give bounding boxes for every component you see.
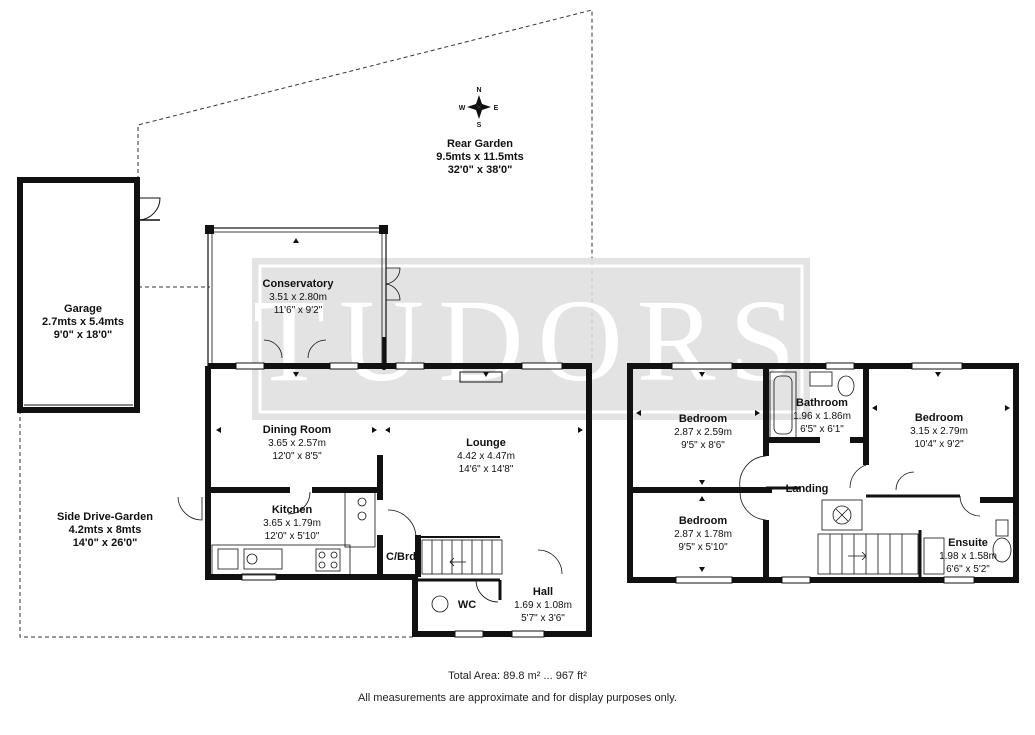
compass-north: N (476, 87, 481, 94)
conservatory-imperial: 11'6" x 9'2" (274, 305, 323, 316)
hall-imperial: 5'7" x 3'6" (521, 613, 565, 624)
dining-room-name: Dining Room (263, 424, 332, 436)
ground-stairs (387, 509, 563, 613)
bedroom1-imperial: 9'5" x 8'6" (681, 440, 725, 451)
disclaimer: All measurements are approximate and for… (358, 692, 677, 704)
wc-name: WC (458, 599, 476, 611)
lounge-imperial: 14'6" x 14'8" (459, 464, 514, 475)
compass-south: S (477, 122, 482, 129)
watermark-text: TUDORS (253, 275, 809, 406)
rear-garden-metric: 9.5mts x 11.5mts (436, 151, 523, 163)
dining-room-imperial: 12'0" x 8'5" (272, 451, 322, 462)
room-labels: Rear Garden 9.5mts x 11.5mts 32'0" x 38'… (42, 138, 997, 624)
landing-name: Landing (786, 483, 829, 495)
kitchen-metric: 3.65 x 1.79m (263, 518, 321, 529)
dining-room-metric: 3.65 x 2.57m (268, 438, 326, 449)
bedroom3-name: Bedroom (679, 515, 728, 527)
cbrd-name: C/Brd (386, 551, 416, 563)
bathroom-imperial: 6'5" x 6'1" (800, 424, 844, 435)
ensuite-imperial: 6'6" x 5'2" (946, 564, 990, 575)
conservatory-metric: 3.51 x 2.80m (269, 292, 327, 303)
compass-rose: N S E W (459, 87, 499, 129)
rear-garden-imperial: 32'0" x 38'0" (448, 164, 513, 176)
bedroom1-name: Bedroom (679, 413, 728, 425)
kitchen-imperial: 12'0" x 5'10" (265, 531, 320, 542)
ground-floor-windows (235, 362, 563, 638)
ensuite-name: Ensuite (948, 537, 988, 549)
hall-metric: 1.69 x 1.08m (514, 600, 572, 611)
hall-name: Hall (533, 586, 553, 598)
dimension-markers (216, 238, 1010, 572)
garage-name: Garage (64, 303, 102, 315)
kitchen-units (177, 491, 376, 576)
lounge-name: Lounge (466, 437, 506, 449)
first-floor (627, 363, 1019, 583)
garage (17, 177, 161, 413)
conservatory-name: Conservatory (263, 278, 335, 290)
rear-garden-name: Rear Garden (447, 138, 513, 150)
bedroom3-imperial: 9'5" x 5'10" (678, 542, 728, 553)
bedroom2-imperial: 10'4" x 9'2" (914, 439, 964, 450)
compass-west: W (459, 105, 466, 112)
side-drive-metric: 4.2mts x 8mts (69, 524, 142, 536)
plot-boundary (19, 9, 593, 638)
bedroom3-metric: 2.87 x 1.78m (674, 529, 732, 540)
watermark: TUDORS (252, 258, 810, 420)
ensuite-metric: 1.98 x 1.58m (939, 551, 997, 562)
side-drive-imperial: 14'0" x 26'0" (73, 537, 138, 549)
first-floor-fittings (739, 371, 1012, 575)
first-floor-windows (671, 362, 975, 584)
lounge-metric: 4.42 x 4.47m (457, 451, 515, 462)
bedroom2-name: Bedroom (915, 412, 964, 424)
side-drive-name: Side Drive-Garden (57, 511, 153, 523)
bathroom-metric: 1.96 x 1.86m (793, 411, 851, 422)
kitchen-name: Kitchen (272, 504, 313, 516)
garage-imperial: 9'0" x 18'0" (54, 329, 112, 341)
compass-east: E (494, 105, 499, 112)
total-area: Total Area: 89.8 m² ... 967 ft² (448, 670, 587, 682)
bathroom-name: Bathroom (796, 397, 848, 409)
bedroom2-metric: 3.15 x 2.79m (910, 426, 968, 437)
garage-metric: 2.7mts x 5.4mts (42, 316, 124, 328)
bedroom1-metric: 2.87 x 2.59m (674, 427, 732, 438)
